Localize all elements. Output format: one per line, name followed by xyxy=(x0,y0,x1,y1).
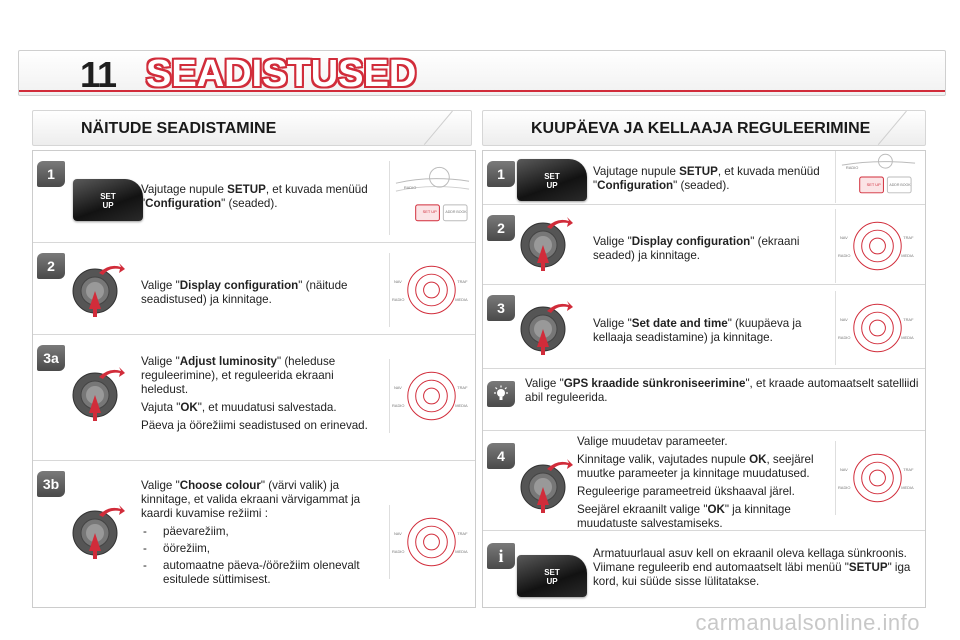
step-badge-2: 2 xyxy=(487,215,515,241)
rotary-knob-icon xyxy=(520,459,573,513)
knob-panel-thumbnail: NAV TRAF RADIO MEDIA xyxy=(389,505,468,579)
section-header-datetime: KUUPÄEVA JA KELLAAJA REGULEERIMINE xyxy=(482,110,926,146)
svg-text:TRAF: TRAF xyxy=(457,385,468,390)
svg-text:ADDR BOOK: ADDR BOOK xyxy=(445,210,467,214)
chapter-title: SEADISTUSED xyxy=(146,53,417,95)
right-step-1-text: Vajutage nupule SETUP, et kuvada menüüd … xyxy=(593,165,820,192)
svg-text:NAV: NAV xyxy=(394,531,402,536)
svg-text:MEDIA: MEDIA xyxy=(901,485,914,490)
left-step-1-text: Vajutage nupule SETUP, et kuvada menüüd … xyxy=(141,183,368,210)
svg-text:TRAF: TRAF xyxy=(457,531,468,536)
right-step-3: 3 Valige "Set date and time" (kuupäeva j… xyxy=(483,285,925,369)
step-badge-2: 2 xyxy=(37,253,65,279)
section-title-datetime: KUUPÄEVA JA KELLAAJA REGULEERIMINE xyxy=(531,120,871,137)
step-badge-1: 1 xyxy=(37,161,65,187)
svg-text:MEDIA: MEDIA xyxy=(455,297,468,302)
svg-text:SET UP: SET UP xyxy=(867,182,882,187)
control-panel-thumbnail: RADIO SET UP ADDR BOOK xyxy=(389,161,470,235)
svg-text:ADDR BOOK: ADDR BOOK xyxy=(889,183,911,187)
svg-text:NAV: NAV xyxy=(394,279,402,284)
list-item: päevarežiim, xyxy=(141,525,373,539)
right-step-4: 4 Valige muudetav parameeter. Kinnitage … xyxy=(483,431,925,531)
right-step-3-text: Valige "Set date and time" (kuupäeva ja … xyxy=(593,317,802,344)
svg-text:TRAF: TRAF xyxy=(903,235,914,240)
right-step-2: 2 Valige "Display configuration" (ekraan… xyxy=(483,205,925,285)
left-step-2-text: Valige "Display configuration" (näitude … xyxy=(141,279,348,306)
left-step-2: 2 Valige "Display configuration" (näitud… xyxy=(33,243,475,335)
info-icon: i xyxy=(487,543,515,569)
svg-text:NAV: NAV xyxy=(840,467,848,472)
knob-panel-thumbnail: NAV TRAF RADIO MEDIA xyxy=(835,291,914,365)
svg-text:NAV: NAV xyxy=(840,317,848,322)
left-step-3a: 3a Valige "Adjust luminosity" (heleduse … xyxy=(33,335,475,461)
header-bar xyxy=(18,50,946,96)
page-header: 11 SEADISTUSED xyxy=(18,40,946,106)
svg-text:RADIO: RADIO xyxy=(838,485,850,490)
svg-text:RADIO: RADIO xyxy=(392,549,404,554)
svg-text:RADIO: RADIO xyxy=(404,185,416,190)
rotary-knob-icon xyxy=(520,301,573,355)
header-red-rule xyxy=(19,90,945,92)
rotary-knob-icon xyxy=(72,505,125,559)
svg-text:MEDIA: MEDIA xyxy=(901,335,914,340)
list-item: öörežiim, xyxy=(141,542,373,556)
section-header-display: NÄITUDE SEADISTAMINE xyxy=(32,110,472,146)
right-info-text: Armatuurlaual asuv kell on ekraanil olev… xyxy=(593,547,911,588)
svg-text:RADIO: RADIO xyxy=(392,297,404,302)
svg-text:NAV: NAV xyxy=(840,235,848,240)
svg-text:MEDIA: MEDIA xyxy=(455,549,468,554)
svg-text:SET UP: SET UP xyxy=(423,209,438,214)
step-badge-4: 4 xyxy=(487,443,515,469)
svg-text:RADIO: RADIO xyxy=(392,403,404,408)
step-badge-3: 3 xyxy=(487,295,515,321)
knob-panel-thumbnail: NAV TRAF RADIO MEDIA xyxy=(835,209,914,283)
right-tip-gps-text: Valige "GPS kraadide sünkroniseerimine",… xyxy=(525,377,919,404)
rotary-knob-icon xyxy=(72,263,125,317)
right-tip-gps: Valige "GPS kraadide sünkroniseerimine",… xyxy=(483,369,925,431)
left-step-3a-text: Valige "Adjust luminosity" (heleduse reg… xyxy=(141,355,368,432)
right-step-2-text: Valige "Display configuration" (ekraani … xyxy=(593,235,800,262)
svg-text:MEDIA: MEDIA xyxy=(455,403,468,408)
svg-text:MEDIA: MEDIA xyxy=(901,253,914,258)
rotary-knob-icon xyxy=(72,367,125,421)
list-item: automaatne päeva-/öörežiim olenevalt esi… xyxy=(141,559,373,587)
step-badge-3b: 3b xyxy=(37,471,65,497)
svg-text:TRAF: TRAF xyxy=(457,279,468,284)
rotary-knob-icon xyxy=(520,217,573,271)
knob-panel-thumbnail: NAV TRAF RADIO MEDIA xyxy=(389,359,468,433)
svg-text:RADIO: RADIO xyxy=(838,335,850,340)
step-badge-1: 1 xyxy=(487,161,515,187)
right-step-4-text: Valige muudetav parameeter. Kinnitage va… xyxy=(577,435,814,530)
section-title-display: NÄITUDE SEADISTAMINE xyxy=(81,120,277,137)
knob-panel-thumbnail: NAV TRAF RADIO MEDIA xyxy=(389,253,468,327)
colour-mode-list: päevarežiim, öörežiim, automaatne päeva-… xyxy=(141,525,373,587)
svg-text:NAV: NAV xyxy=(394,385,402,390)
svg-text:RADIO: RADIO xyxy=(846,165,858,170)
left-step-3b: 3b Valige "Choose colour" (värvi valik) … xyxy=(33,461,475,607)
step-badge-3a: 3a xyxy=(37,345,65,371)
svg-text:RADIO: RADIO xyxy=(838,253,850,258)
knob-panel-thumbnail: NAV TRAF RADIO MEDIA xyxy=(835,441,914,515)
control-panel-thumbnail: RADIO SET UP ADDR BOOK xyxy=(835,151,916,203)
lightbulb-icon xyxy=(487,381,515,407)
chapter-number: 11 xyxy=(80,54,117,95)
svg-text:TRAF: TRAF xyxy=(903,317,914,322)
watermark: carmanualsonline.info xyxy=(695,610,920,635)
svg-text:TRAF: TRAF xyxy=(903,467,914,472)
left-step-3b-text: Valige "Choose colour" (värvi valik) ja … xyxy=(141,479,373,590)
